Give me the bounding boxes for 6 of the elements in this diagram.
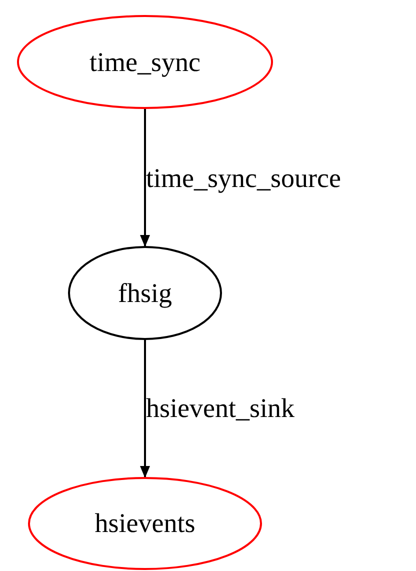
- edge-label: hsievent_sink: [146, 395, 294, 422]
- node-label: hsievents: [94, 508, 196, 539]
- node-label: fhsig: [118, 278, 172, 308]
- arrow: [140, 109, 150, 247]
- arrow: [140, 340, 150, 478]
- node-label: time_sync: [90, 46, 200, 78]
